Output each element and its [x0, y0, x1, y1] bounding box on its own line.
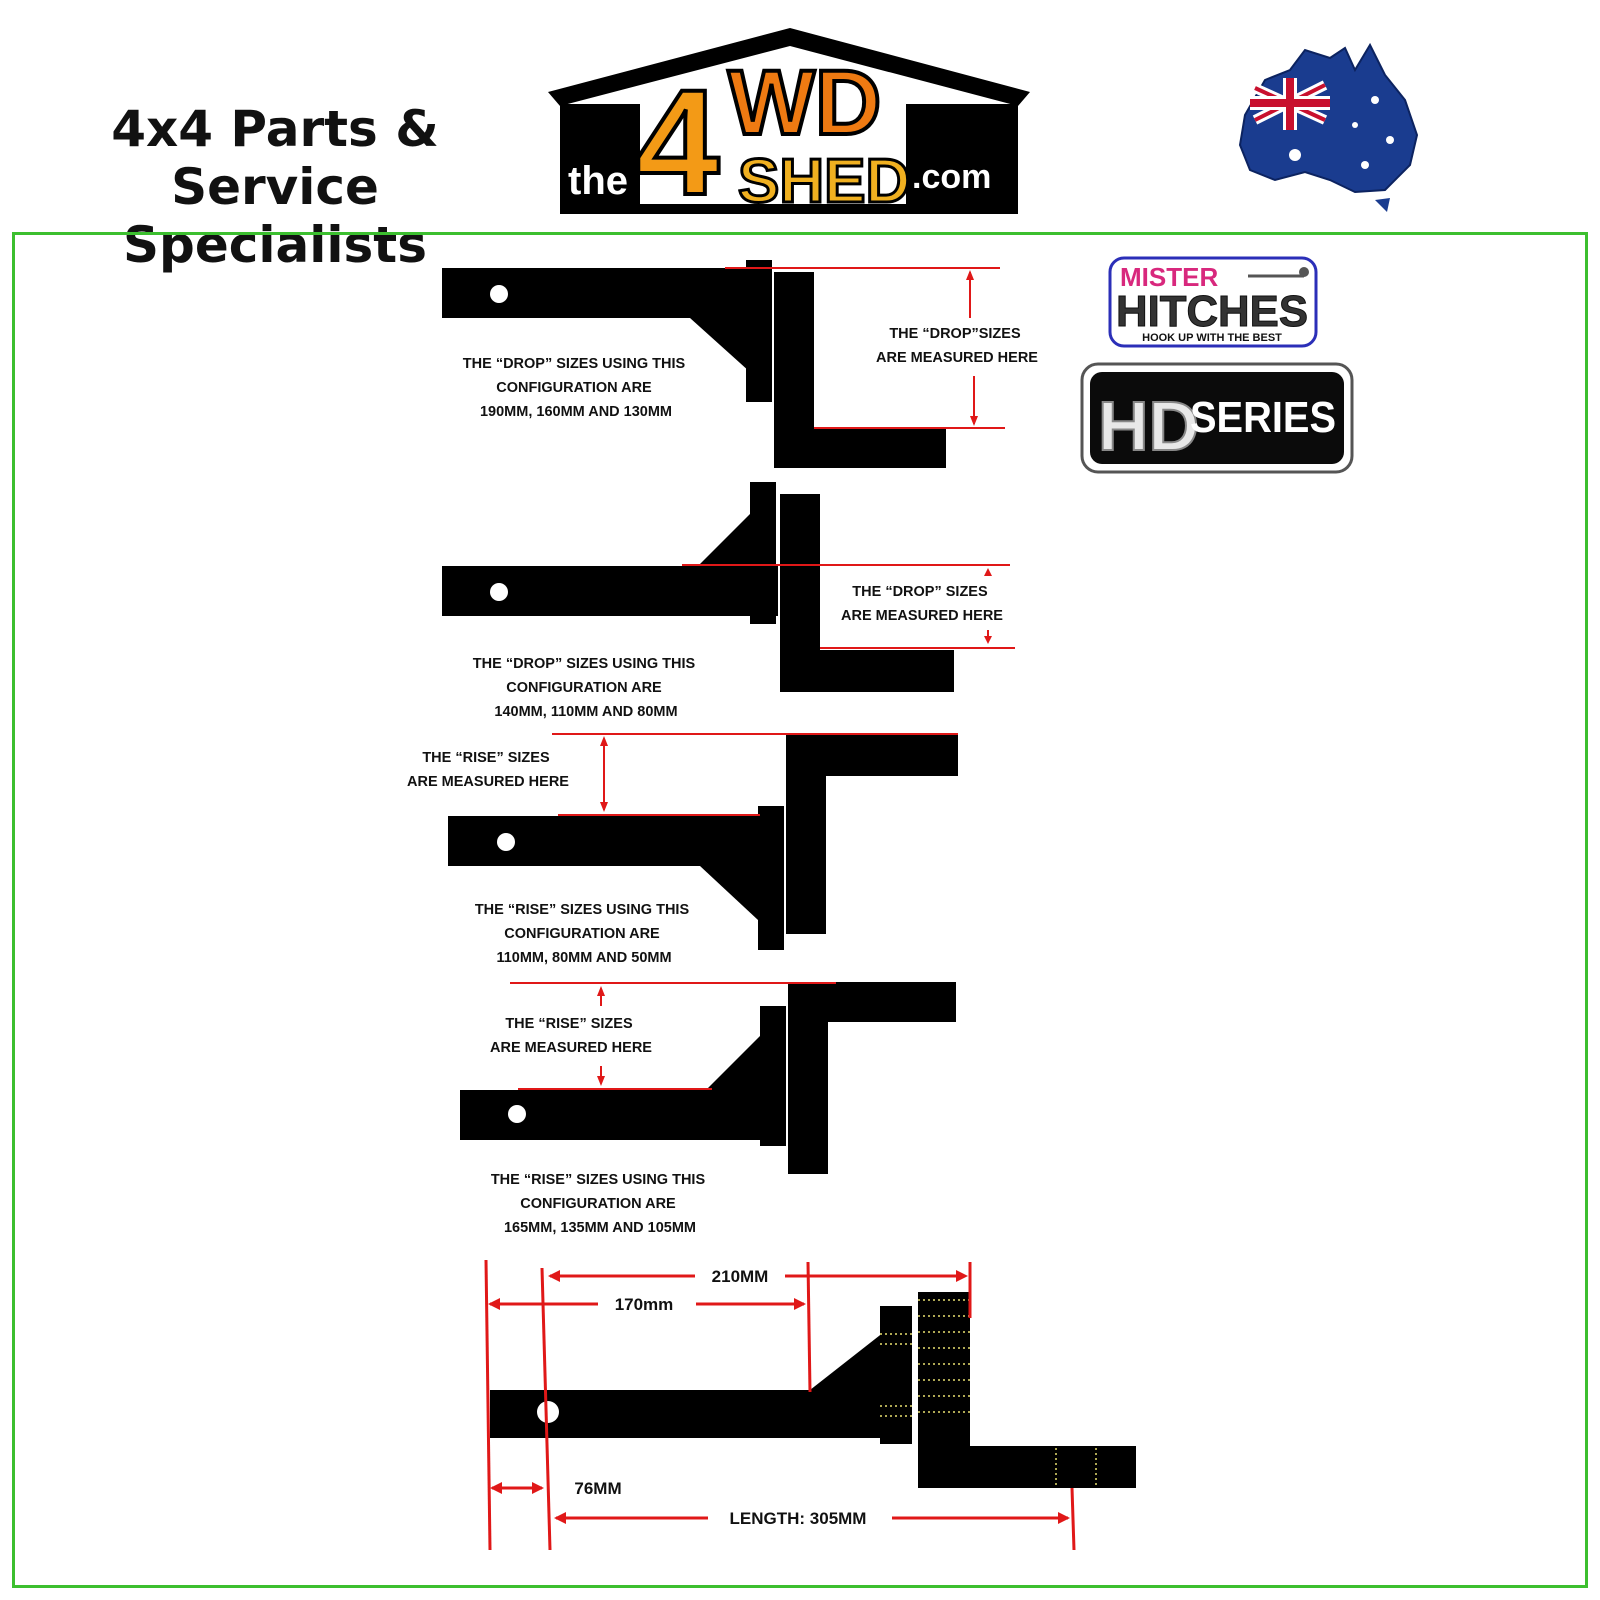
tagline: 4x4 Parts & Service Specialists [20, 100, 530, 274]
logo-the: the [568, 159, 628, 203]
dim-210mm: 210MM [712, 1267, 769, 1286]
logo-shed: SHED [738, 147, 910, 216]
logo-wd: WD [728, 52, 881, 154]
hd-text: HD [1098, 387, 1199, 465]
drop-1-config-label: THE “DROP” SIZES USING THIS CONFIGURATIO… [463, 356, 689, 420]
drop-diagram-2: THE “DROP” SIZES ARE MEASURED HERE THE “… [442, 482, 1015, 720]
hitches-slogan: HOOK UP WITH THE BEST [1142, 332, 1282, 344]
the-4wd-shed-logo: the 4 WD SHED .com [548, 28, 1030, 224]
australia-flag-map-icon [1238, 42, 1419, 212]
rise-2-measure-label: THE “RISE” SIZES ARE MEASURED HERE [490, 1016, 652, 1056]
drop-2-measure-label: THE “DROP” SIZES ARE MEASURED HERE [841, 584, 1003, 624]
tagline-line-2: Specialists [123, 216, 427, 274]
rise-diagram-1: THE “RISE” SIZES ARE MEASURED HERE THE “… [407, 733, 958, 966]
logo-4: 4 [636, 58, 719, 224]
content-panel [12, 232, 1588, 1588]
drop-diagram-1: THE “DROP”SIZES ARE MEASURED HERE THE “D… [442, 260, 1038, 468]
dim-length-305mm: LENGTH: 305MM [730, 1509, 867, 1528]
dimension-diagram: 210MM 170mm 76MM LENGTH: 305MM [484, 1259, 1136, 1551]
rise-1-config-label: THE “RISE” SIZES USING THIS CONFIGURATIO… [475, 902, 693, 966]
mister-text: MISTER [1120, 262, 1218, 292]
hd-series-badge: HD SERIES [1080, 362, 1354, 474]
dim-170mm: 170mm [615, 1295, 674, 1314]
rise-1-measure-label: THE “RISE” SIZES ARE MEASURED HERE [407, 750, 569, 790]
rise-2-config-label: THE “RISE” SIZES USING THIS CONFIGURATIO… [491, 1172, 709, 1236]
mister-hitches-badge: MISTER HITCHES HOOK UP WITH THE BEST [1108, 256, 1318, 348]
dim-76mm: 76MM [574, 1479, 621, 1498]
tagline-line-1: 4x4 Parts & Service [111, 100, 439, 216]
hitches-text: HITCHES [1116, 287, 1308, 336]
drop-2-config-label: THE “DROP” SIZES USING THIS CONFIGURATIO… [473, 656, 699, 720]
series-text: SERIES [1190, 393, 1336, 442]
rise-diagram-2: THE “RISE” SIZES ARE MEASURED HERE THE “… [460, 982, 956, 1236]
logo-dotcom: .com [912, 158, 991, 196]
drop-1-measure-label: THE “DROP”SIZES ARE MEASURED HERE [876, 326, 1038, 366]
